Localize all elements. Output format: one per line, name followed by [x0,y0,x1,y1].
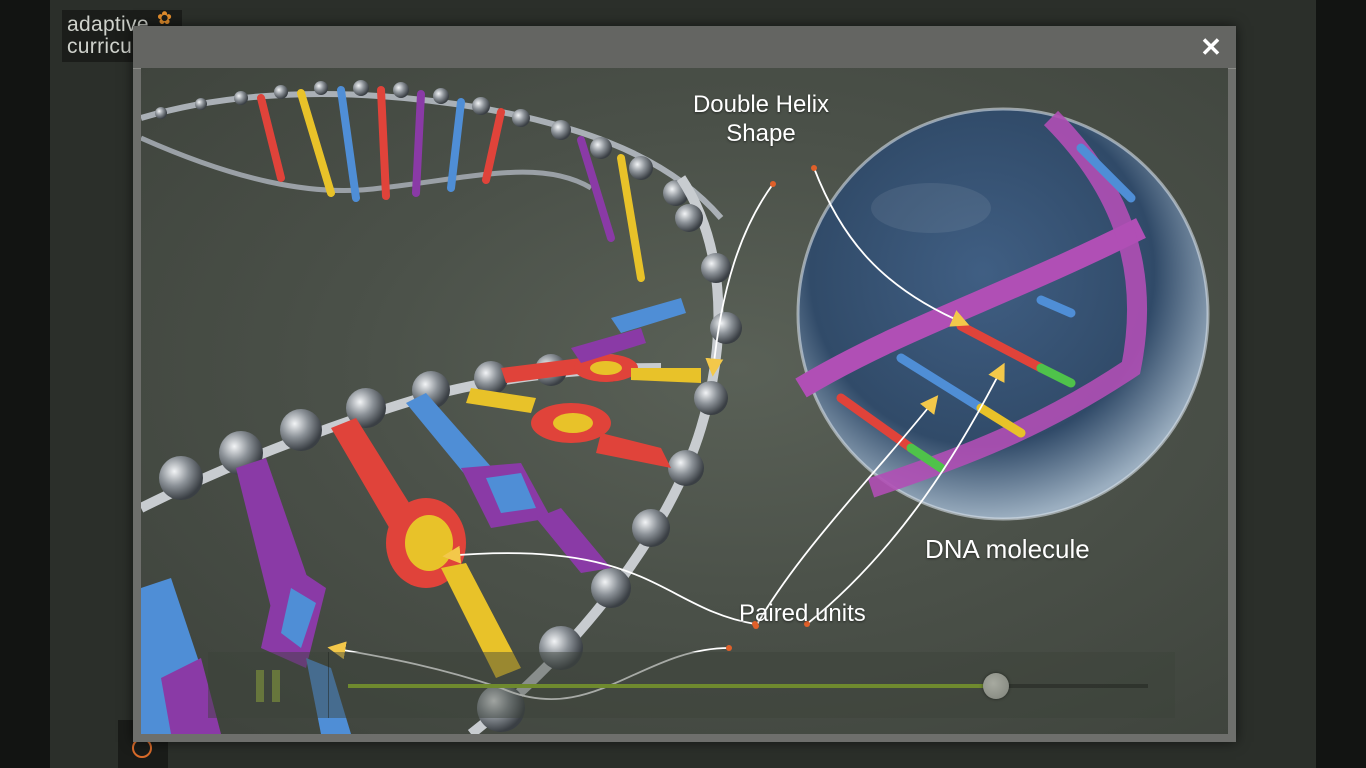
double-helix-label-line-1: Double Helix [692,91,830,118]
progress-track[interactable] [348,673,1148,699]
pause-icon [256,670,264,702]
media-controls [208,652,1175,718]
dna-molecule-sphere [795,107,1210,521]
logo-line-2: curricu [67,35,133,58]
base-pairs [141,298,701,734]
controls-divider [328,652,329,718]
logo-line-1: adaptive [67,13,149,36]
callout-arrows [327,167,1005,700]
paired-units-label: Paired units [739,600,866,627]
modal-header: ✕ [133,26,1236,69]
left-letterbox [0,0,50,768]
double-helix-label: Double Helix Shape [681,90,841,148]
dna-graphic [141,80,1210,734]
media-modal: ✕ [133,26,1236,742]
close-button[interactable]: ✕ [1200,32,1222,62]
progress-thumb[interactable] [983,673,1009,699]
dna-molecule-label: DNA molecule [925,534,1090,564]
helix-back-strand [141,80,724,282]
callout-dots [726,165,817,651]
gear-icon: ✿ [157,8,173,28]
pause-icon-bar [272,670,280,702]
progress-fill [348,684,996,688]
dna-illustration: Double Helix Shape DNA molecule Paired u… [141,68,1228,734]
pause-button[interactable] [256,670,282,702]
right-letterbox [1316,0,1366,768]
double-helix-label-line-2: Shape [726,120,796,147]
